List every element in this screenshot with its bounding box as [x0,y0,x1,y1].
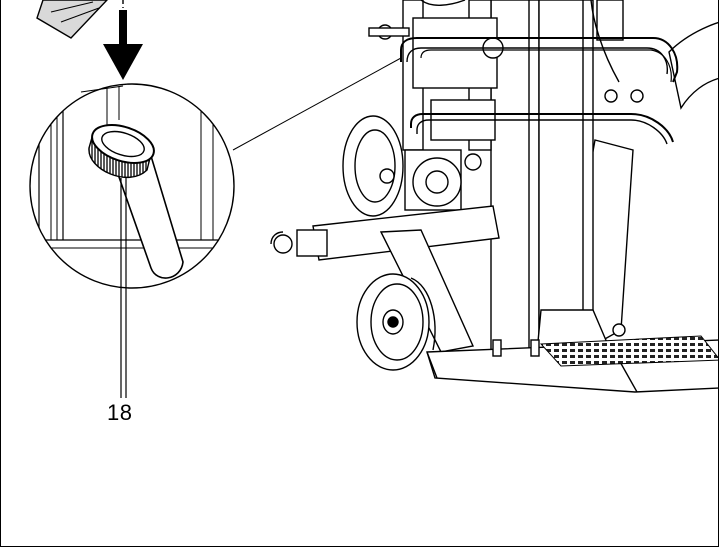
log-splitter-machine [270,0,718,393]
component-top-left [36,0,108,39]
callout-label-18: 18 [107,400,133,425]
down-arrow-icon [103,0,143,80]
zoom-connector-lines [80,57,402,151]
detail-magnifier [29,83,235,289]
callout-leader-18 [120,178,127,398]
